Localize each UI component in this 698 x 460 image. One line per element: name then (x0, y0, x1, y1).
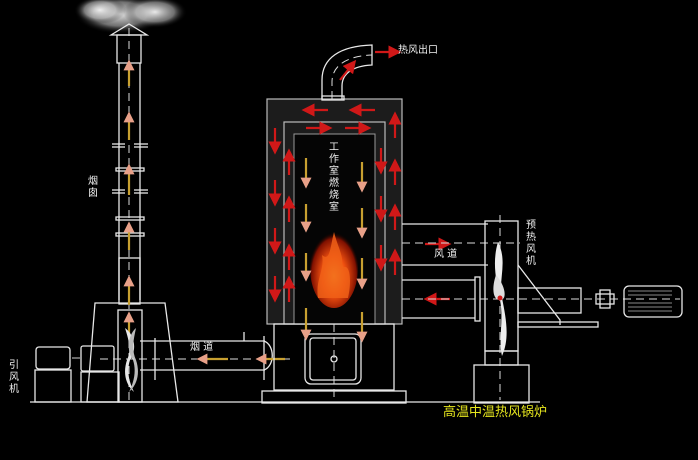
preheat_fan-char: 预 (526, 219, 536, 231)
induced-draft-fan (34, 328, 138, 403)
chimney-label: 烟囱 (88, 174, 98, 199)
diagram-title: 高温中温热风锅炉 (443, 404, 547, 420)
air-duct (402, 223, 680, 322)
chamber-char: 作 (329, 153, 339, 165)
furnace (261, 44, 407, 404)
chamber-char: 燃 (329, 176, 339, 189)
induced_fan-char: 引 (9, 359, 19, 371)
smoke-cloud (74, 0, 187, 34)
induced-fan-label: 引风机 (9, 359, 19, 395)
chimney-char: 烟 (88, 174, 98, 187)
preheat_fan-char: 热 (526, 230, 536, 243)
preheat_fan-char: 机 (526, 254, 536, 267)
preheat_fan-char: 风 (526, 243, 536, 255)
preheat-fan (473, 215, 683, 404)
air-duct-label: 风 道 (434, 247, 457, 260)
chamber-char: 室 (329, 200, 339, 213)
chamber-char: 工 (329, 142, 339, 153)
chamber-char: 烧 (329, 188, 339, 201)
induced_fan-char: 风 (9, 371, 19, 383)
chamber-char: 室 (329, 164, 339, 177)
hot-air-flow-arrows (268, 45, 452, 306)
flue-label: 烟 道 (190, 340, 213, 353)
induced_fan-char: 机 (9, 382, 19, 395)
hot-air-outlet-label: 热风出口 (398, 43, 438, 56)
chimney-char: 囱 (88, 186, 98, 199)
flue-gas-arrows (300, 158, 368, 343)
